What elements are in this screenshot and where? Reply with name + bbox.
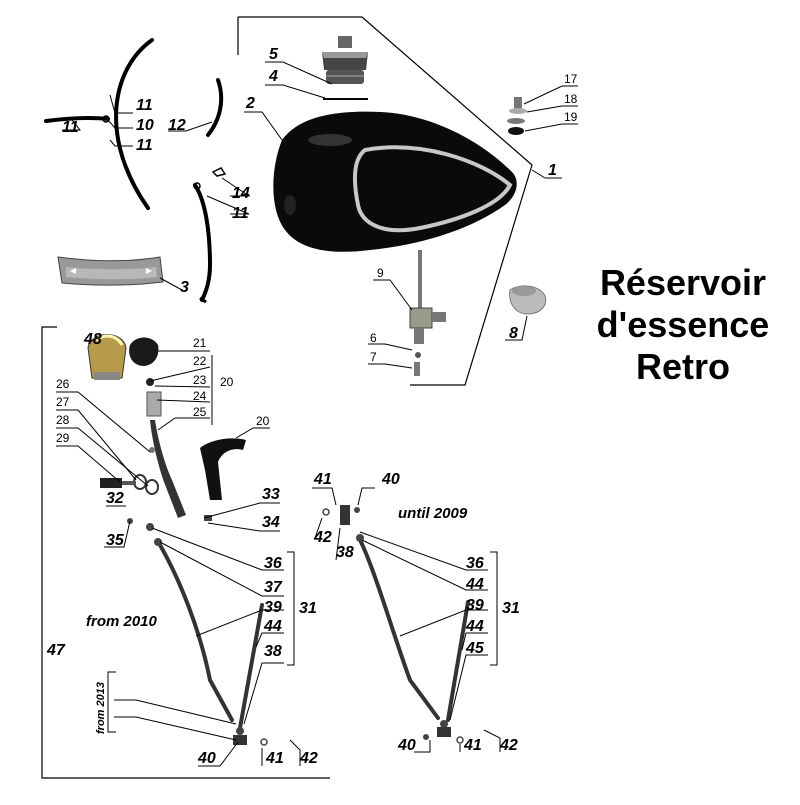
- callout-31-left: 31: [299, 600, 317, 617]
- callout-37-left: 37: [264, 579, 283, 596]
- callout-41-left: 41: [265, 750, 284, 767]
- callout-45: 47: [46, 642, 66, 659]
- callout-27: 26: [56, 377, 70, 391]
- stand-group-frame: [41, 326, 330, 779]
- callout-36-left: 36: [264, 555, 282, 572]
- callout-36-right: 36: [466, 555, 484, 572]
- callout-5: 5: [269, 46, 279, 63]
- callout-21: 20: [220, 375, 234, 389]
- callout-2: 2: [245, 95, 255, 112]
- callout-29: 28: [56, 413, 70, 427]
- tank-group-frame: [237, 16, 533, 386]
- callout-23: 22: [193, 354, 207, 368]
- fuel-petcock: [409, 250, 446, 376]
- callout-43-right-a: 44: [465, 576, 484, 593]
- callout-42-right-top: 42: [313, 529, 332, 546]
- callout-40-right: 40: [397, 737, 416, 754]
- fuel-cap: [322, 36, 368, 84]
- annotation-from-2010: from 2010: [86, 613, 158, 630]
- callout-34: 34: [262, 514, 280, 531]
- callout-32: 32: [106, 490, 124, 507]
- callout-42-right: 42: [499, 737, 518, 754]
- callout-33: 33: [262, 486, 280, 503]
- callout-40-left: 40: [197, 750, 216, 767]
- linkage-rods-right: [358, 538, 470, 722]
- callout-38-left: 38: [264, 643, 282, 660]
- callout-12: 12: [168, 117, 186, 134]
- washers-and-screw: [100, 474, 159, 495]
- callout-46: 48: [83, 331, 102, 348]
- callout-39-left: 39: [264, 599, 282, 616]
- callout-1: 1: [548, 162, 557, 179]
- title-line-1: Réservoir: [599, 262, 767, 303]
- callout-labels: 1 2 3 4 5 8 10 11 11 11 11 12 14 17 18 1…: [46, 46, 578, 767]
- callout-44: 45: [465, 640, 485, 657]
- callout-19: 19: [564, 110, 578, 124]
- callout-8: 8: [509, 325, 518, 342]
- callout-42-left: 42: [299, 750, 318, 767]
- stand-lever: [146, 378, 186, 518]
- annotation-from-2013: from 2013: [95, 682, 107, 734]
- title-line-3: Retro: [635, 346, 730, 387]
- rubber-knob: [129, 337, 159, 366]
- callout-41-right-top: 41: [313, 471, 332, 488]
- callout-11-b: 11: [136, 137, 153, 154]
- callout-22: 21: [193, 336, 207, 350]
- callout-3: 3: [180, 279, 189, 296]
- diagram-title: Réservoir d'essence Retro: [578, 262, 788, 388]
- fuel-tank: [273, 111, 517, 252]
- linkage-joints-left: [127, 515, 268, 746]
- callout-26: 25: [193, 405, 207, 419]
- linkage-joints-right: [322, 505, 464, 744]
- lever-bracket: [200, 438, 246, 500]
- callout-18: 18: [564, 92, 578, 106]
- rubber-cap: [509, 285, 547, 315]
- callout-41-right: 41: [463, 737, 482, 754]
- callout-11-d: 11: [232, 205, 249, 222]
- title-line-2: d'essence: [596, 304, 770, 345]
- callout-20: 20: [256, 414, 270, 428]
- callout-6: 6: [370, 331, 377, 345]
- callout-4: 4: [268, 68, 278, 85]
- emblem-plate: [57, 256, 164, 286]
- callout-11-a: 11: [136, 97, 153, 114]
- callout-30: 29: [56, 431, 70, 445]
- callout-24: 23: [193, 373, 207, 387]
- callout-28: 27: [56, 395, 70, 409]
- callout-9: 9: [377, 266, 384, 280]
- callout-43-right-b: 44: [465, 618, 484, 635]
- callout-35: 35: [106, 532, 125, 549]
- callout-11-c: 11: [62, 119, 79, 136]
- leader-lines: [56, 61, 578, 767]
- callout-17: 17: [564, 72, 578, 86]
- callout-7: 7: [370, 350, 377, 364]
- callout-31-right: 31: [502, 600, 520, 617]
- linkage-rods-left: [158, 543, 264, 730]
- shift-knob: [87, 334, 127, 380]
- callout-43-left: 44: [263, 618, 282, 635]
- hose-clips: [102, 115, 227, 304]
- callout-14: 14: [232, 185, 250, 202]
- callout-38-right: 38: [336, 544, 354, 561]
- mounting-bolt: [507, 97, 527, 135]
- callout-40-right-top: 40: [381, 471, 400, 488]
- callout-10: 10: [136, 117, 154, 134]
- callout-25: 24: [193, 389, 207, 403]
- callout-39-right: 39: [466, 597, 484, 614]
- annotation-until-2009: until 2009: [398, 505, 468, 522]
